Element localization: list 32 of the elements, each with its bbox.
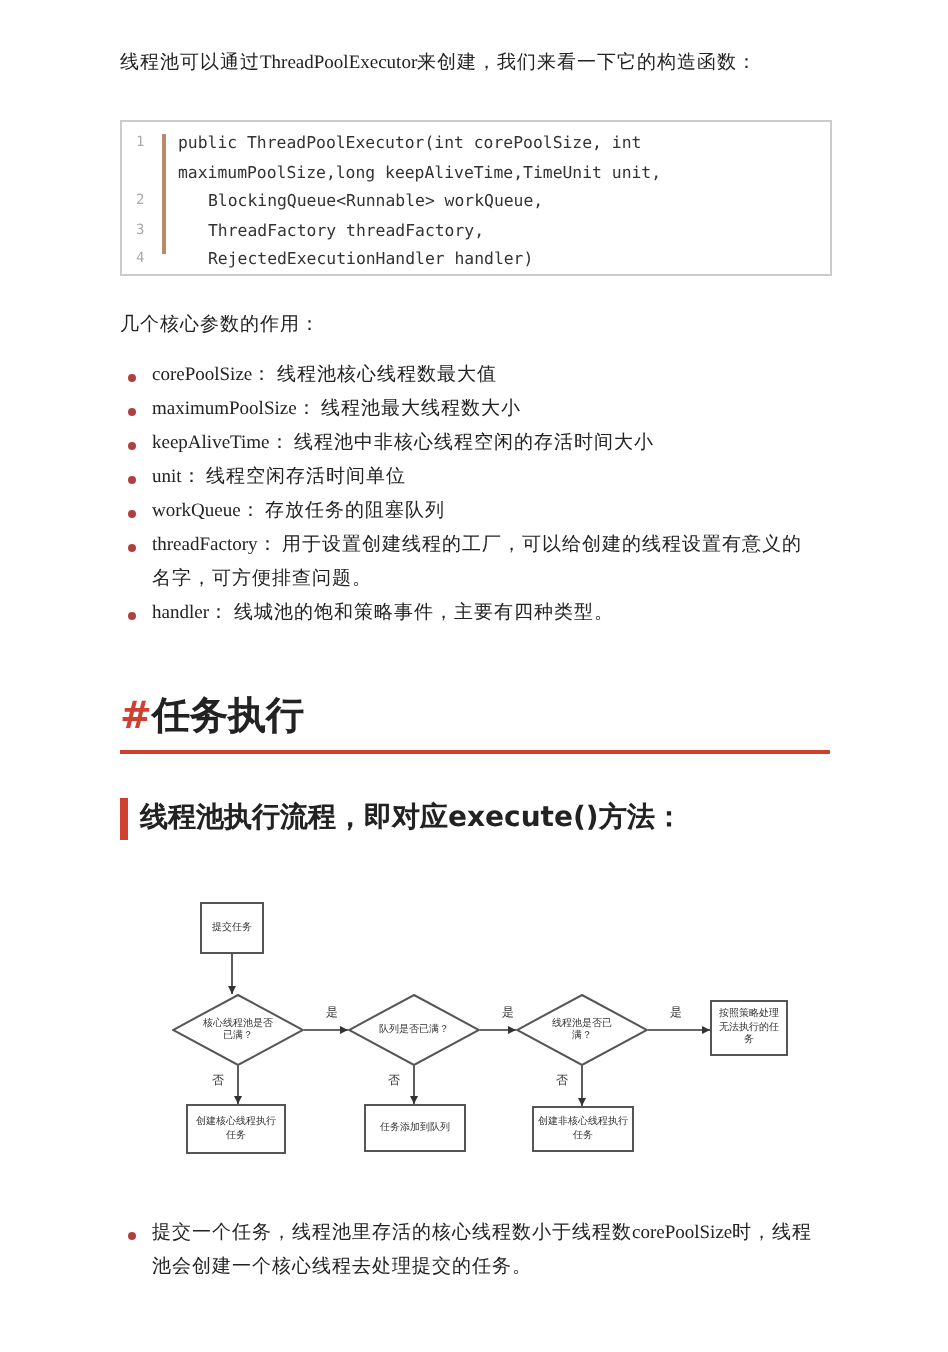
bullet-text: corePoolSize： 线程池核心线程数最大值: [152, 362, 500, 390]
bullet-text: threadFactory： 用于设置创建线程的工厂，可以给创建的线程设置有意义的名字，可方便排查问题。: [152, 532, 805, 594]
bullet-text: maximumPoolSize： 线程池最大线程数大小: [152, 396, 524, 424]
paragraph-text: 几个核心参数的作用：: [120, 312, 322, 340]
arrow: [647, 1026, 711, 1034]
decision-diamond: [516, 994, 648, 1066]
process-box: [364, 1104, 466, 1152]
section-heading: 任务执行: [152, 692, 304, 740]
bullet-text: workQueue： 存放任务的阻塞队列: [152, 498, 448, 526]
process-box: [710, 1000, 788, 1056]
arrow: [228, 953, 236, 995]
code-line: BlockingQueue<Runnable> workQueue,: [208, 188, 546, 214]
subsection-heading: 线程池执行流程，即对应execute()方法：: [140, 799, 683, 838]
arrow: [479, 1026, 517, 1034]
decision-diamond: [172, 994, 304, 1066]
bullet-text: unit： 线程空闲存活时间单位: [152, 464, 409, 492]
arrow: [578, 1065, 586, 1107]
bullet-text: handler： 线城池的饱和策略事件，主要有四种类型。: [152, 600, 616, 628]
bullet-text: 提交一个任务，线程池里存活的核心线程数小于线程数corePoolSize时，线程池会创建一个核心线程去处理提交的任务。: [152, 1220, 815, 1282]
code-line: public ThreadPoolExecutor(int corePoolSize, int maximumPoolSize,long keepAliveTime,TimeUnit unit,: [178, 130, 664, 186]
code-line: ThreadFactory threadFactory,: [208, 217, 487, 244]
process-box: [186, 1104, 286, 1154]
code-line: RejectedExecutionHandler handler): [208, 246, 536, 272]
process-box: [532, 1106, 634, 1152]
process-box: [200, 902, 264, 954]
arrow: [303, 1026, 349, 1034]
arrow: [234, 1065, 242, 1105]
heading-mark: #: [120, 692, 152, 740]
paragraph-text: 线程池可以通过ThreadPoolExecutor来创建，我们来看一下它的构造函数：: [120, 50, 760, 78]
decision-diamond: [348, 994, 480, 1066]
arrow: [410, 1065, 418, 1105]
bullet-text: keepAliveTime： 线程池中非核心线程空闲的存活时间大小: [152, 430, 657, 458]
